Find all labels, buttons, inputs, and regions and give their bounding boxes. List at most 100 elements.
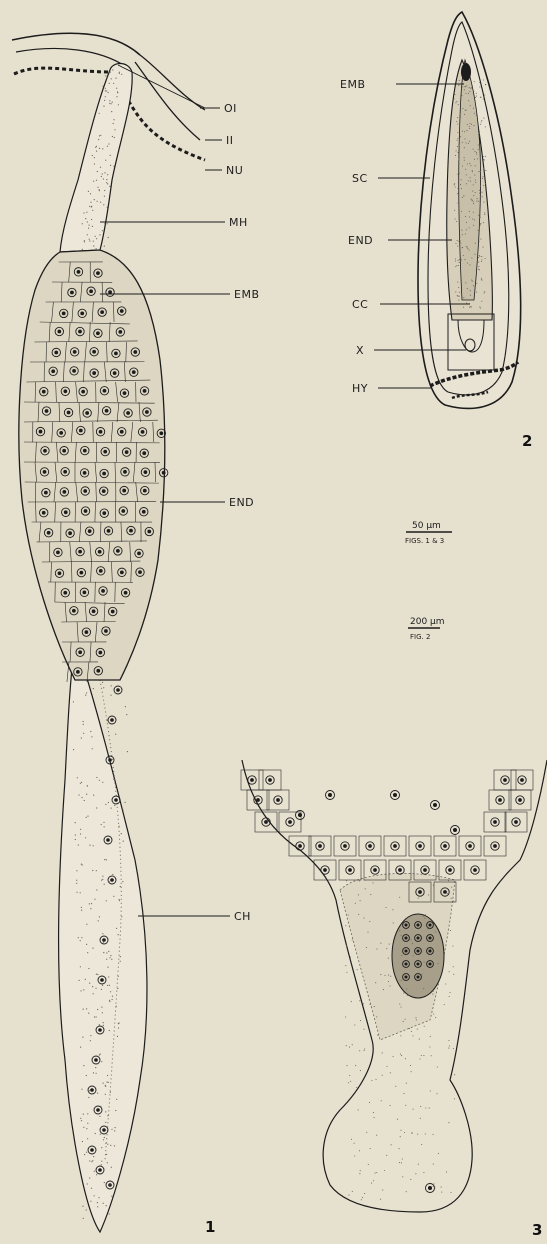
nucleolus (398, 868, 402, 872)
nucleolus (108, 758, 112, 762)
nucleolus (416, 936, 419, 939)
nucleolus (62, 312, 66, 316)
nucleolus (145, 410, 149, 414)
nucleolus (433, 803, 437, 807)
nucleolus (107, 529, 111, 533)
nucleolus (114, 351, 118, 355)
nucleolus (104, 629, 108, 633)
figure-1: OI II NU MH EMB END CH 1 (12, 33, 260, 1236)
nucleolus (418, 844, 422, 848)
nucleolus (113, 371, 117, 375)
nucleolus (132, 370, 136, 374)
nucleolus (45, 409, 49, 413)
scale-bar-1-value: 50 µm (412, 521, 441, 531)
nucleolus (92, 350, 96, 354)
nucleolus (428, 936, 431, 939)
nucleolus (468, 844, 472, 848)
nucleolus (84, 630, 88, 634)
nucleolus (62, 449, 66, 453)
nucleolus (76, 670, 80, 674)
nucleolus (416, 975, 419, 978)
nucleolus (79, 429, 83, 433)
nucleolus (110, 718, 114, 722)
nucleolus (428, 949, 431, 952)
nucleolus (72, 609, 76, 613)
nucleolus (120, 430, 124, 434)
nucleolus (90, 1148, 94, 1152)
nucleolus (72, 369, 76, 373)
nucleolus (62, 490, 66, 494)
nucleolus (89, 289, 93, 293)
nucleolus (520, 778, 524, 782)
nucleolus (63, 470, 67, 474)
label-end-fig1: END (229, 496, 254, 509)
nucleolus (373, 868, 377, 872)
scale-bar-2-value: 200 µm (410, 617, 445, 627)
integument-outer (12, 33, 140, 55)
nucleolus (47, 531, 51, 535)
nucleolus (443, 844, 447, 848)
label-end-fig2: END (348, 234, 373, 247)
nucleolus (43, 449, 47, 453)
nucleolus (88, 529, 92, 533)
nucleolus (96, 271, 100, 275)
nucleolus (67, 411, 71, 415)
nucleolus (111, 610, 115, 614)
nucleolus (84, 509, 88, 513)
nucleolus (256, 798, 260, 802)
nucleolus (328, 793, 332, 797)
nucleolus (404, 923, 407, 926)
nucleolus (298, 813, 302, 817)
nucleolus (493, 844, 497, 848)
nucleolus (64, 510, 68, 514)
nucleolus (133, 350, 137, 354)
nucleolus (81, 390, 85, 394)
nucleolus (159, 431, 163, 435)
nucleolus (43, 470, 47, 474)
nucleolus (124, 591, 128, 595)
nucleolus (78, 650, 82, 654)
nucleolus (493, 820, 497, 824)
nucleolus (116, 549, 120, 553)
label-emb-fig1: EMB (234, 288, 260, 301)
nucleolus (100, 310, 104, 314)
nucleolus (503, 778, 507, 782)
nucleolus (83, 489, 87, 493)
label-mh: MH (229, 216, 248, 229)
nucleolus (250, 778, 254, 782)
nucleolus (123, 470, 127, 474)
nucleolus (122, 489, 126, 493)
nucleolus (125, 450, 129, 454)
nucleolus (404, 962, 407, 965)
nucleolus (103, 450, 107, 454)
nucleolus (39, 430, 43, 434)
nucleolus (416, 949, 419, 952)
nucleolus (73, 350, 77, 354)
nucleolus (288, 820, 292, 824)
nucleolus (129, 529, 133, 533)
nucleolus (92, 371, 96, 375)
nucleolus (473, 868, 477, 872)
nucleolus (264, 820, 268, 824)
nucleolus (498, 798, 502, 802)
nucleolus (80, 311, 84, 315)
fig3-nuclear-cluster (392, 914, 444, 998)
figure-number-3: 3 (532, 1221, 542, 1239)
nucleolus (120, 309, 124, 313)
nucleolus (63, 591, 67, 595)
nucleolus (518, 798, 522, 802)
nucleolus (70, 291, 74, 295)
nucleolus (110, 878, 114, 882)
nucleolus (114, 798, 118, 802)
label-ii: II (226, 134, 234, 147)
nucleolus (368, 844, 372, 848)
nucleolus (142, 510, 146, 514)
nucleolus (99, 569, 103, 573)
embryo-apex (461, 63, 471, 81)
nucleolus (404, 949, 407, 952)
nucleolus (103, 389, 107, 393)
nucleolus (418, 890, 422, 894)
nucleolus (108, 290, 112, 294)
nucleolus (83, 471, 87, 475)
nucleolus (126, 411, 130, 415)
